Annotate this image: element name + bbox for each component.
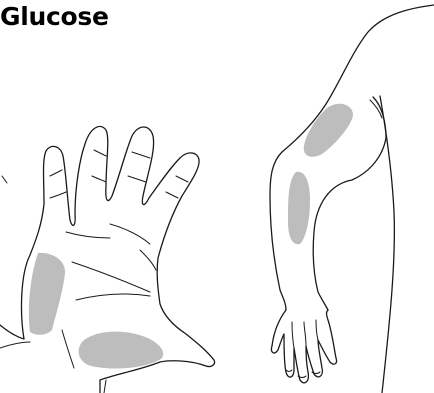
upper-arm-site — [304, 104, 353, 157]
forearm-site — [288, 172, 310, 244]
hand-illustration — [0, 126, 215, 393]
palm-heel-site — [29, 253, 65, 335]
arm-hand — [271, 310, 336, 383]
palm-thenar-site — [79, 332, 164, 369]
torso-line — [380, 96, 394, 393]
arm-outer-line — [270, 5, 434, 310]
arm-illustration — [270, 5, 434, 393]
edge-stroke — [2, 176, 7, 183]
